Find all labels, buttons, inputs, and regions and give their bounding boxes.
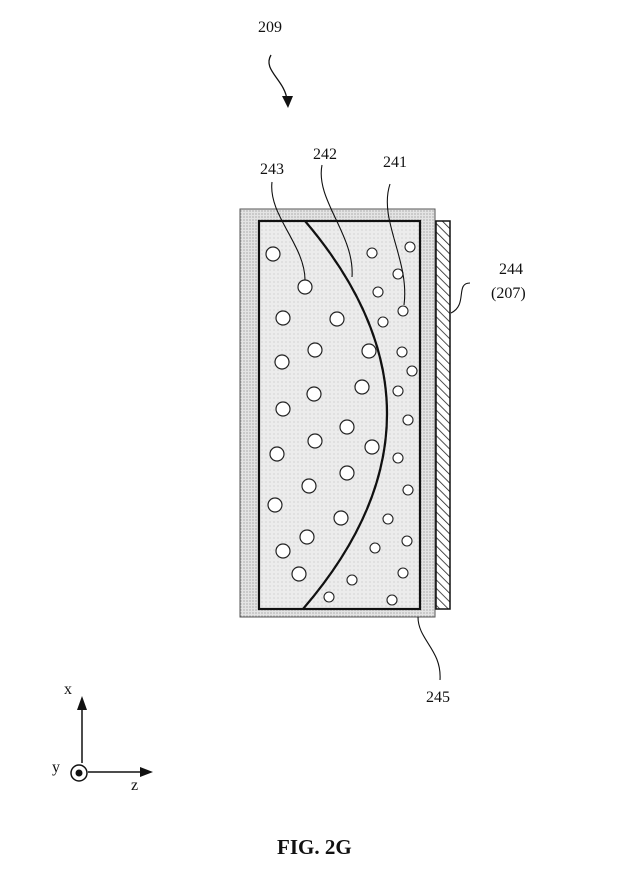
label-207: (207) — [491, 285, 526, 302]
label-242: 242 — [313, 146, 337, 163]
label-244: 244 — [499, 261, 523, 278]
axis-y-label: y — [52, 759, 60, 776]
coordinate-axes: x y z — [52, 681, 153, 794]
axis-z-label: z — [131, 777, 138, 794]
leader-245 — [417, 616, 441, 681]
axis-x-label: x — [64, 681, 72, 698]
label-209: 209 — [258, 19, 282, 36]
leader-lines — [271, 164, 471, 681]
leader-241 — [386, 183, 406, 306]
interface-242 — [302, 220, 389, 610]
label-241: 241 — [383, 154, 407, 171]
leader-243 — [271, 181, 306, 281]
figure-caption: FIG. 2G — [277, 835, 352, 859]
label-245: 245 — [426, 689, 450, 706]
layer-244 — [435, 220, 451, 610]
particles-243 — [265, 246, 380, 582]
leader-242 — [320, 164, 353, 278]
x-arrowhead — [77, 696, 87, 710]
label-243: 243 — [260, 161, 284, 178]
arrowhead-209 — [282, 96, 293, 108]
particles-241 — [323, 241, 418, 606]
leader-244 — [450, 282, 471, 314]
z-arrowhead — [140, 767, 153, 777]
arrow-209 — [268, 54, 288, 101]
